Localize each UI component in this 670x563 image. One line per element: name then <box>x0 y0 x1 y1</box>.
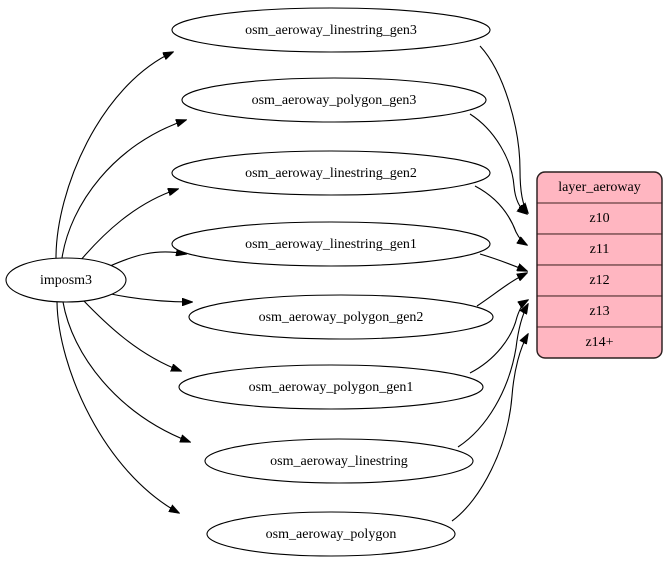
table-row-label-z10: z10 <box>589 211 609 226</box>
node-osm_aeroway_linestring[interactable]: osm_aeroway_linestring <box>204 438 474 484</box>
node-osm_aeroway_linestring_gen2[interactable]: osm_aeroway_linestring_gen2 <box>171 150 491 196</box>
imposm3-label: imposm3 <box>40 273 92 288</box>
edge-linestring-to-z13 <box>457 304 528 448</box>
edges-from-source <box>55 52 192 513</box>
imposm3-ellipse[interactable] <box>5 257 127 303</box>
node-label: osm_aeroway_polygon_gen3 <box>252 93 417 108</box>
edge-imposm3-to-polygon-gen2 <box>110 293 192 302</box>
node-label: osm_aeroway_linestring_gen2 <box>245 166 417 181</box>
edge-imposm3-to-linestring-gen3 <box>55 52 173 259</box>
node-ellipse[interactable] <box>181 77 487 123</box>
node-ellipse[interactable] <box>188 294 494 340</box>
edge-linestring-gen1-to-z12 <box>479 253 527 271</box>
node-label: osm_aeroway_polygon_gen2 <box>259 310 424 325</box>
table-row-label-z14plus: z14+ <box>585 335 613 350</box>
table-row-label-z13: z13 <box>589 304 609 319</box>
edge-polygon-gen3-to-z10 <box>469 113 527 214</box>
edges-to-table <box>451 45 528 522</box>
node-label: osm_aeroway_polygon_gen1 <box>249 380 414 395</box>
table-header-label: layer_aeroway <box>558 180 640 195</box>
edge-linestring-gen3-to-z10 <box>479 45 528 213</box>
node-ellipse[interactable] <box>171 221 491 267</box>
node-label: osm_aeroway_linestring_gen3 <box>245 23 417 38</box>
table-row-label-z12: z12 <box>589 273 609 288</box>
edge-imposm3-to-polygon <box>56 301 179 513</box>
edge-imposm3-to-linestring-gen2 <box>79 189 178 262</box>
node-osm_aeroway_polygon_gen2[interactable]: osm_aeroway_polygon_gen2 <box>188 294 494 340</box>
edge-imposm3-to-linestring-gen1 <box>109 252 186 267</box>
node-osm_aeroway_polygon[interactable]: osm_aeroway_polygon <box>206 511 456 557</box>
edge-polygon-gen2-to-z12 <box>476 273 527 307</box>
table-row-label-z11: z11 <box>590 242 610 257</box>
node-ellipse[interactable] <box>206 511 456 557</box>
node-label: osm_aeroway_linestring_gen1 <box>245 237 417 252</box>
edge-imposm3-to-polygon-gen1 <box>81 298 181 371</box>
edge-imposm3-to-polygon-gen3 <box>61 120 186 259</box>
node-osm_aeroway_linestring_gen3[interactable]: osm_aeroway_linestring_gen3 <box>171 7 491 53</box>
table-border <box>536 171 663 359</box>
node-ellipse[interactable] <box>178 364 484 410</box>
edge-imposm3-to-linestring <box>62 301 190 442</box>
node-ellipse[interactable] <box>204 438 474 484</box>
edge-polygon-to-z14 <box>451 334 528 522</box>
node-label: osm_aeroway_polygon <box>266 527 397 542</box>
table-row-z12[interactable] <box>536 264 663 297</box>
edge-linestring-gen2-to-z11 <box>474 185 527 245</box>
node-osm_aeroway_linestring_gen1[interactable]: osm_aeroway_linestring_gen1 <box>171 221 491 267</box>
node-ellipse[interactable] <box>171 7 491 53</box>
node-label: osm_aeroway_linestring <box>270 454 408 469</box>
node-osm_aeroway_polygon_gen1[interactable]: osm_aeroway_polygon_gen1 <box>178 364 484 410</box>
table-row-z10[interactable] <box>536 202 663 235</box>
node-ellipse[interactable] <box>171 150 491 196</box>
node-imposm3[interactable]: imposm3 <box>5 257 127 303</box>
node-layer-aeroway-table[interactable]: layer_aeroway z10 z11 z12 z13 z14+ <box>536 171 663 359</box>
node-osm_aeroway_polygon_gen3[interactable]: osm_aeroway_polygon_gen3 <box>181 77 487 123</box>
